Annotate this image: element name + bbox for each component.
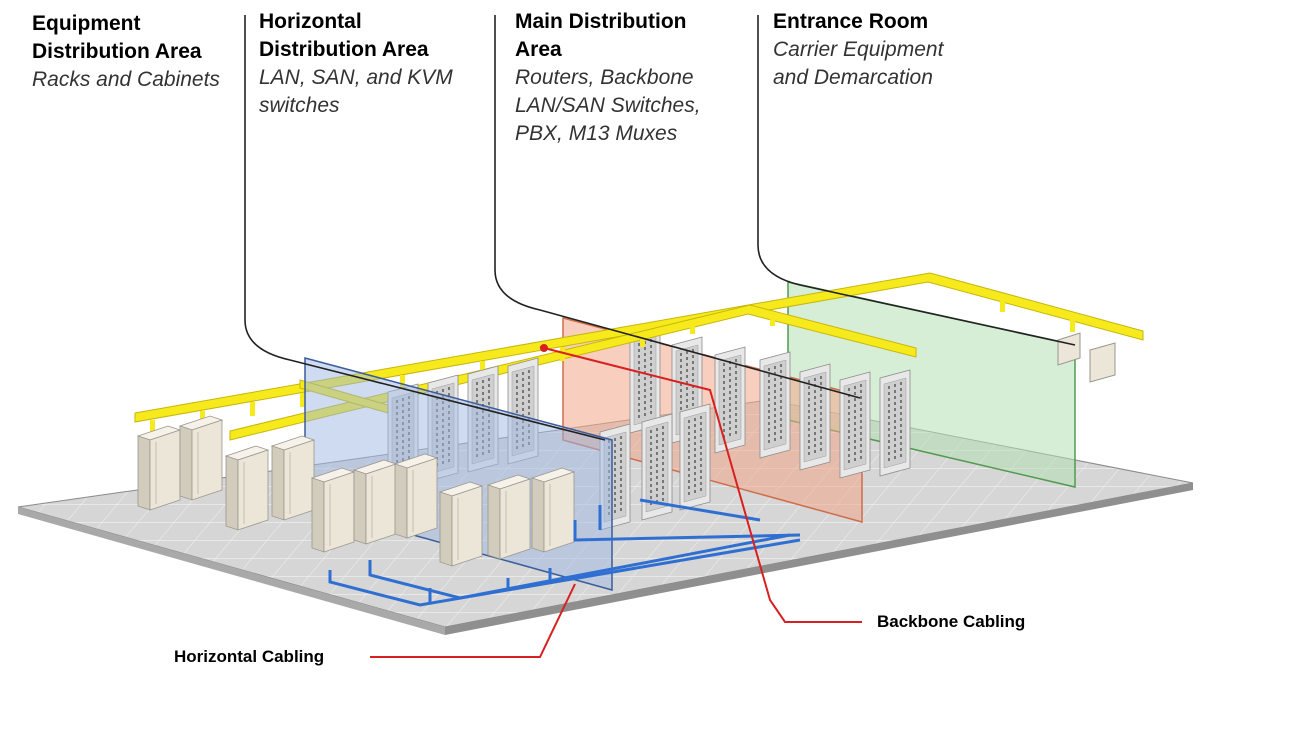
horizontal-callout-line xyxy=(370,583,576,658)
zone-hda-title: Horizontal Distribution Area xyxy=(259,10,429,61)
zone-mda: Main Distribution Area Routers, Backbone… xyxy=(515,8,701,148)
horizontal-cabling-label: Horizontal Cabling xyxy=(174,647,325,666)
zone-mda-subtitle: Routers, Backbone LAN/SAN Switches, PBX,… xyxy=(515,66,701,145)
backbone-cabling-label: Backbone Cabling xyxy=(877,612,1026,631)
zone-er: Entrance Room Carrier Equipment and Dema… xyxy=(773,8,943,92)
backbone-cables xyxy=(539,344,862,623)
zone-eda: Equipment Distribution Area Racks and Ca… xyxy=(32,10,220,94)
zone-hda-subtitle: LAN, SAN, and KVM switches xyxy=(259,66,453,117)
zone-er-subtitle: Carrier Equipment and Demarcation xyxy=(773,38,944,89)
zone-er-title: Entrance Room xyxy=(773,10,929,33)
zone-eda-title: Equipment Distribution Area xyxy=(32,12,202,63)
er-equipment xyxy=(1057,332,1116,383)
zone-mda-title: Main Distribution Area xyxy=(515,10,687,61)
zone-hda: Horizontal Distribution Area LAN, SAN, a… xyxy=(259,8,453,120)
zone-eda-subtitle: Racks and Cabinets xyxy=(32,68,220,91)
horizontal-cables xyxy=(328,498,801,607)
zone-leaders xyxy=(244,15,1076,441)
